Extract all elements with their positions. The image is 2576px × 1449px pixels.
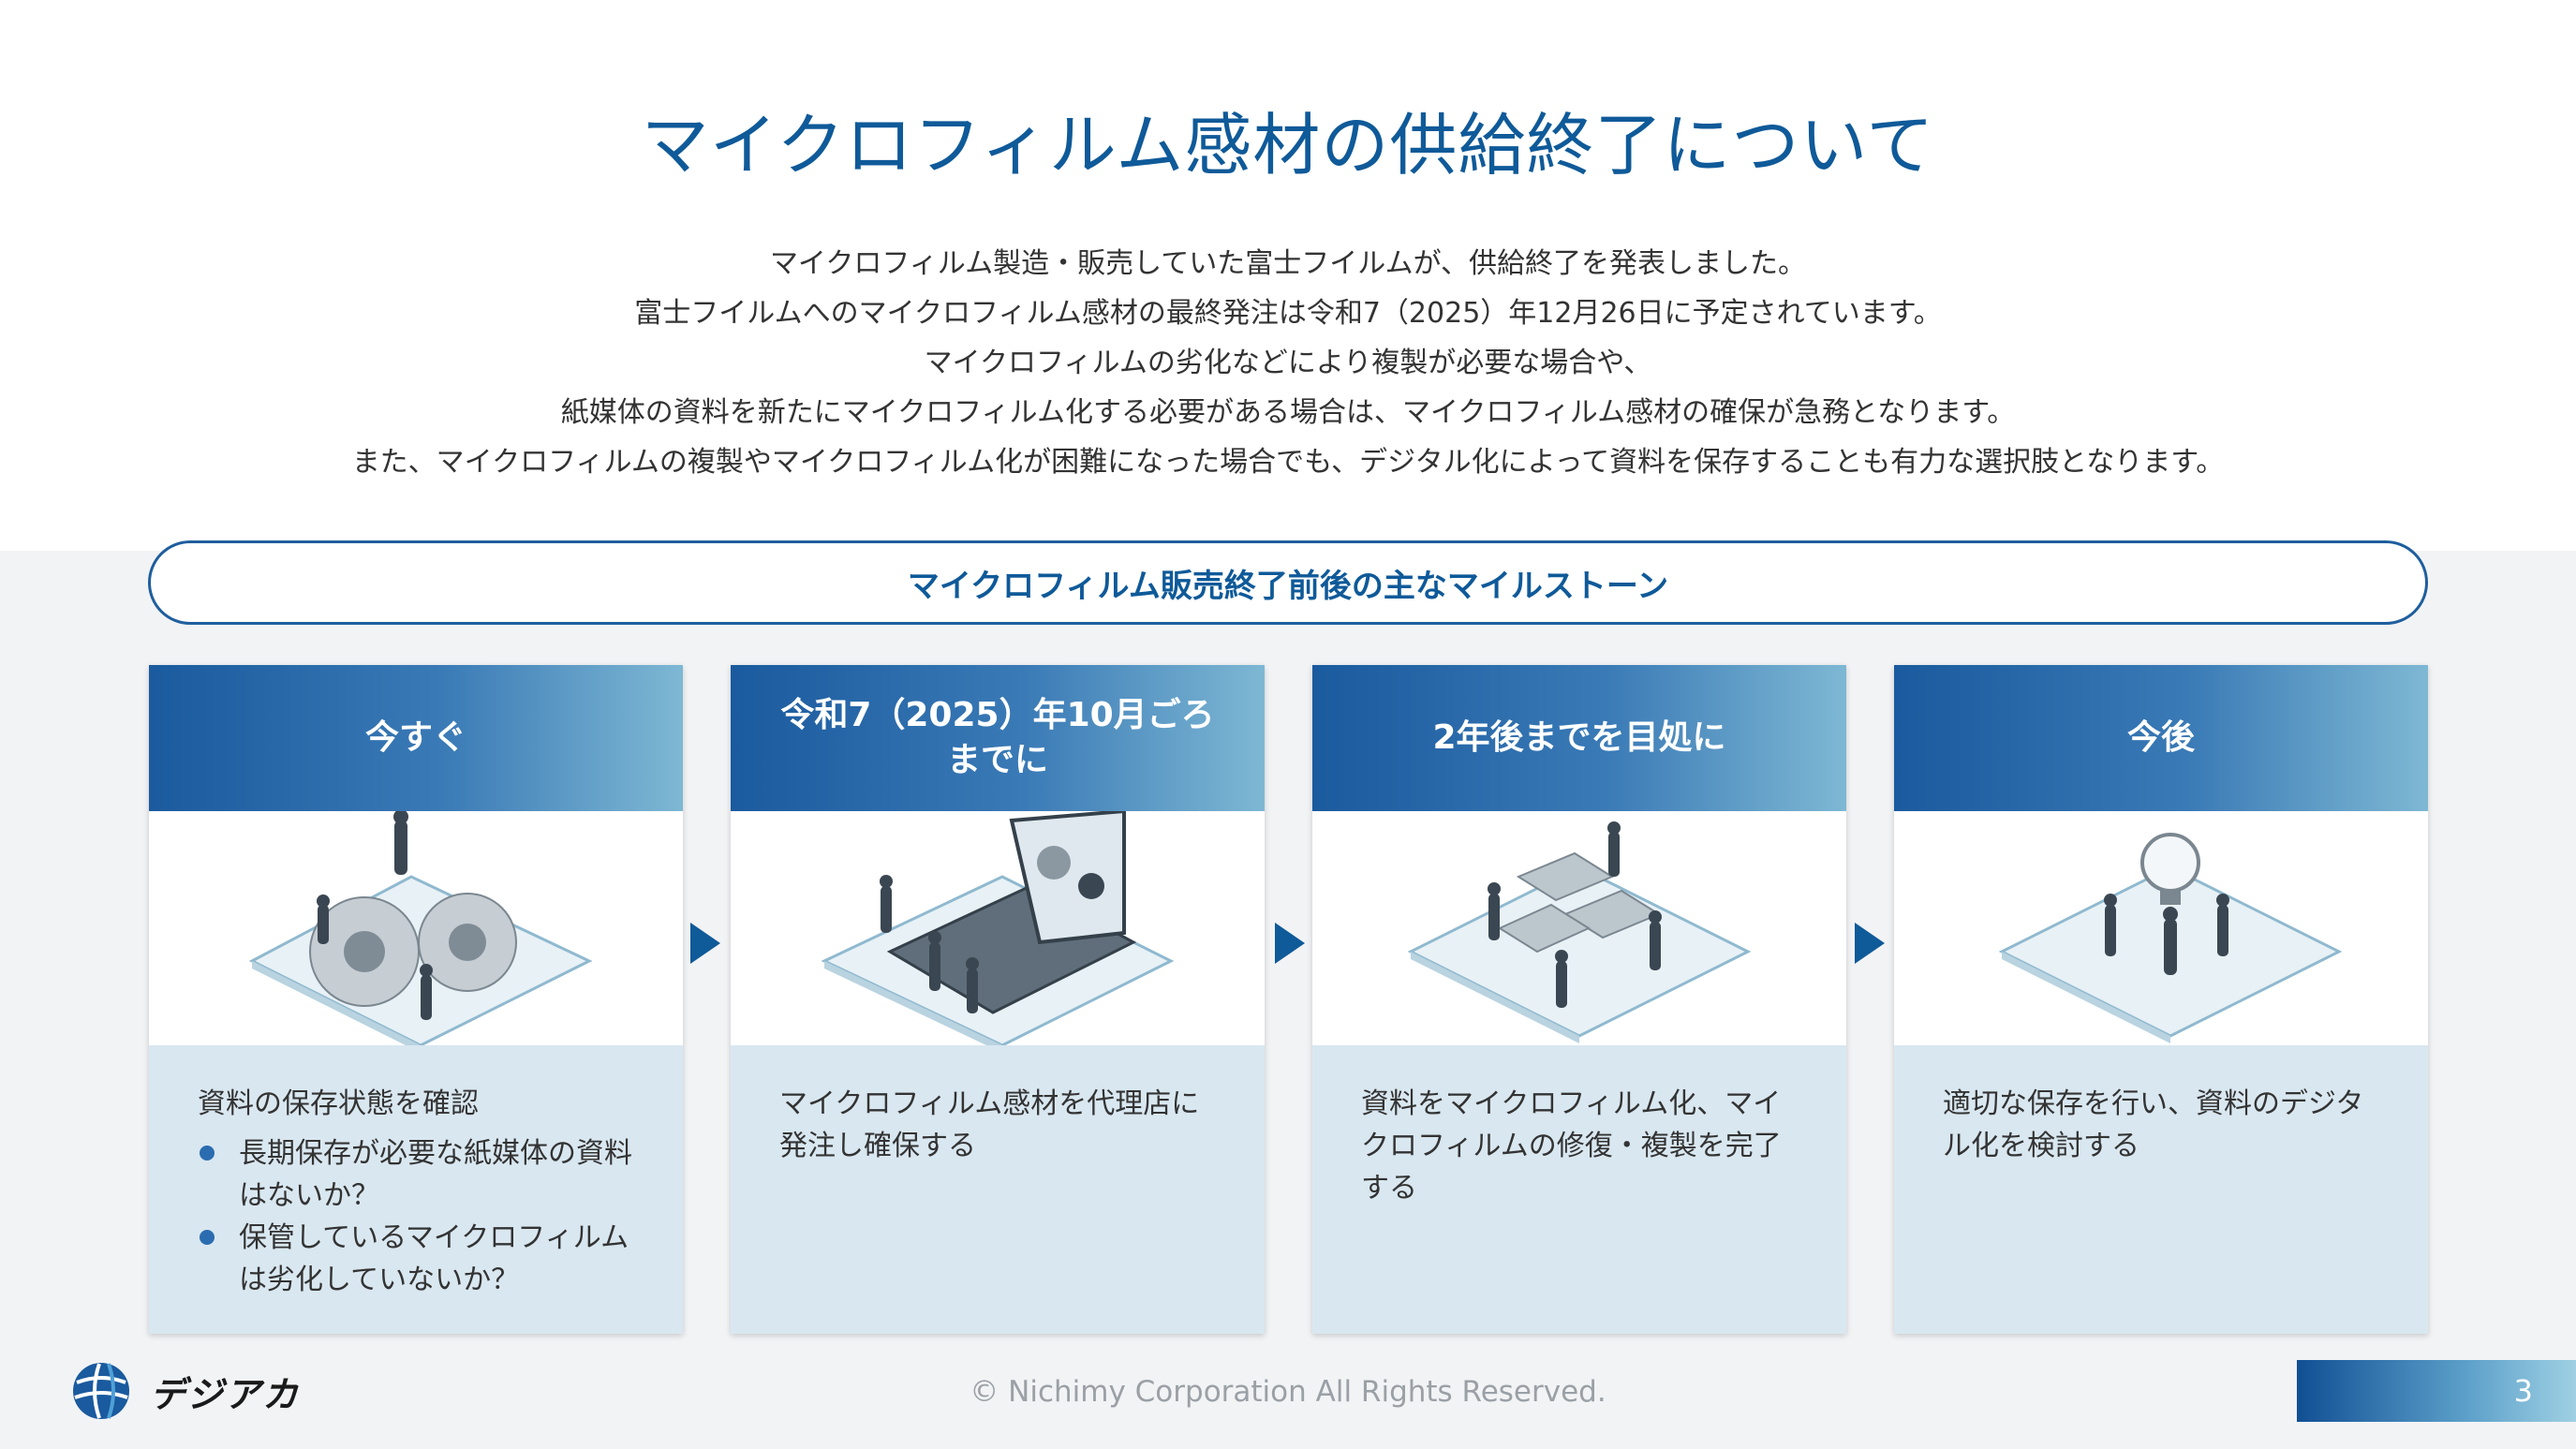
card-heading-line: までに (946, 741, 1048, 779)
card-heading-line: 令和7（2025）年10月ごろ (780, 696, 1215, 734)
copyright: © Nichimy Corporation All Rights Reserve… (970, 1375, 1606, 1409)
intro-line: 紙媒体の資料を新たにマイクロフィルム化する必要がある場合は、マイクロフィルム感材… (560, 396, 2016, 429)
card-body: 資料の保存状態を確認 長期保存が必要な紙媒体の資料はないか？ 保管しているマイク… (149, 1045, 683, 1301)
arrow-right-icon (690, 923, 720, 964)
card-text: 適切な保存を行い、資料のデジタル化を検討する (1943, 1087, 2364, 1162)
card-text: 資料の保存状態を確認 (198, 1087, 479, 1120)
intro-line: マイクロフィルムの劣化などにより複製が必要な場合や、 (924, 347, 1652, 379)
page-number: 3 (2297, 1360, 2576, 1422)
laptop-illustration (731, 811, 1265, 1045)
list-item: 長期保存が必要な紙媒体の資料はないか？ (198, 1132, 634, 1217)
intro-line: 富士フイルムへのマイクロフィルム感材の最終発注は令和7（2025）年12月26日… (634, 297, 1942, 330)
puzzle-illustration (1312, 811, 1846, 1045)
page-number-text: 3 (2513, 1373, 2533, 1409)
list-item: 保管しているマイクロフィルムは劣化していないか？ (198, 1217, 634, 1301)
arrow-right-icon (1855, 923, 1885, 964)
card-body: 資料をマイクロフィルム化、マイクロフィルムの修復・複製を完了する (1312, 1045, 1846, 1209)
logo-text: デジアカ (150, 1373, 301, 1415)
milestone-card-future: 今後 適切な保存を行い、資料のデジタル化を検討する (1894, 665, 2428, 1334)
milestone-card-within-2-years: 2年後までを目処に 資料をマイクロフィルム化、マイクロフィルムの修復・複製を完了… (1312, 665, 1846, 1334)
card-heading: 今後 (1894, 665, 2428, 811)
milestone-card-by-oct-2025: 令和7（2025）年10月ごろ までに マイクロフィルム感材を代理店に発注し確保… (731, 665, 1265, 1334)
check-list: 長期保存が必要な紙媒体の資料はないか？ 保管しているマイクロフィルムは劣化してい… (198, 1132, 634, 1301)
intro-line: また、マイクロフィルムの複製やマイクロフィルム化が困難になった場合でも、デジタル… (351, 446, 2225, 479)
card-body: 適切な保存を行い、資料のデジタル化を検討する (1894, 1045, 2428, 1167)
card-text: 資料をマイクロフィルム化、マイクロフィルムの修復・複製を完了する (1361, 1087, 1782, 1205)
page-title: マイクロフィルム感材の供給終了について (641, 106, 1935, 185)
milestone-heading: マイクロフィルム販売終了前後の主なマイルストーン (148, 540, 2428, 625)
footer-logo: デジアカ (71, 1360, 300, 1422)
card-heading: 今すぐ (149, 665, 683, 811)
globe-logo-icon (73, 1363, 129, 1419)
card-body: マイクロフィルム感材を代理店に発注し確保する (731, 1045, 1265, 1167)
milestone-card-now: 今すぐ 資料の保存状態を確認 長期保存が必要な紙媒体の資料はないか？ 保管してい… (149, 665, 683, 1334)
card-heading: 令和7（2025）年10月ごろ までに (731, 665, 1265, 811)
intro-text: マイクロフィルム製造・販売していた富士フイルムが、供給終了を発表しました。 富士… (0, 239, 2576, 487)
gears-illustration (149, 811, 683, 1045)
card-heading: 2年後までを目処に (1312, 665, 1846, 811)
arrow-right-icon (1275, 923, 1305, 964)
card-text: マイクロフィルム感材を代理店に発注し確保する (779, 1087, 1200, 1162)
intro-line: マイクロフィルム製造・販売していた富士フイルムが、供給終了を発表しました。 (769, 247, 1807, 280)
lightbulb-illustration (1894, 811, 2428, 1045)
